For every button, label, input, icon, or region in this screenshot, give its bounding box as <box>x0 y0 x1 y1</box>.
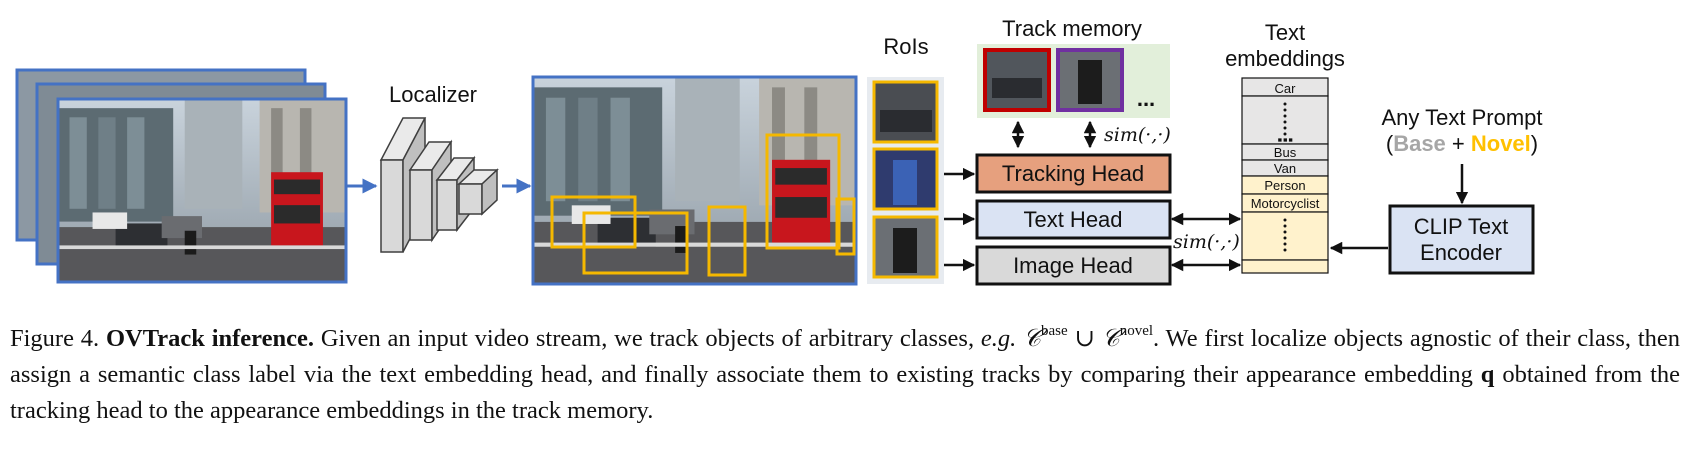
embedding-dots-base: ⋮ <box>1275 131 1295 149</box>
detection-box-bus <box>765 133 841 250</box>
text-embeddings-label-2: embeddings <box>1225 46 1345 71</box>
prompt-label: Any Text Prompt <box>1382 105 1543 130</box>
prompt-open: ( <box>1386 131 1394 156</box>
caption-eg: e.g. <box>980 325 1017 352</box>
rois-label: RoIs <box>883 34 928 59</box>
caption-sup-base: base <box>1041 323 1068 339</box>
prompt-plus: + <box>1446 131 1471 156</box>
sim-label-mid: sim(·,·) <box>1173 231 1240 253</box>
image-head-box <box>975 245 1172 286</box>
clip-encoder-label-1: CLIP Text <box>1414 214 1509 239</box>
text-embeddings-label-1: Text <box>1265 20 1305 45</box>
caption-title: OVTrack inference. <box>106 325 314 352</box>
detection-frame <box>531 75 858 286</box>
localizer-icon <box>379 117 499 253</box>
ovtrack-diagram: Localizer RoIs <box>15 16 1543 286</box>
sim-label-top: sim(·,·) <box>1104 124 1171 146</box>
caption-figure: Figure 4. <box>10 325 100 352</box>
input-frame-front <box>58 99 346 282</box>
prompt-close: ) <box>1531 131 1538 156</box>
clip-encoder-label-2: Encoder <box>1420 240 1502 265</box>
caption-text-3: obtained from the tracking head to the a… <box>10 361 1681 424</box>
caption-c-novel: 𝒞 <box>1101 323 1120 352</box>
prompt-base: Base <box>1393 131 1446 156</box>
caption-union: ∪ <box>1074 325 1096 352</box>
caption-sup-novel: novel <box>1119 323 1154 339</box>
track-memory-label: Track memory <box>1002 16 1142 41</box>
image-head-label: Image Head <box>1013 253 1133 278</box>
clip-encoder-box <box>1388 204 1535 275</box>
prompt-novel: Novel <box>1471 131 1531 156</box>
caption-text-2: . We first localize objects agnostic of … <box>10 325 1681 388</box>
caption-text-1: Given an input video stream, we track ob… <box>320 325 975 352</box>
embedding-dots-novel <box>1283 218 1287 252</box>
figure-caption: Figure 4. OVTrack inference. Given an in… <box>10 320 1680 429</box>
text-head-box <box>975 199 1172 240</box>
tracking-head-label: Tracking Head <box>1002 161 1144 186</box>
embedding-car: Car <box>1275 81 1297 96</box>
embedding-person: Person <box>1264 178 1305 193</box>
caption-q: q <box>1480 361 1495 388</box>
localizer-label: Localizer <box>389 82 477 107</box>
detection-box-car <box>582 211 689 275</box>
embedding-dots-base-marks <box>1283 102 1287 136</box>
caption-c-base: 𝒞 <box>1023 323 1041 352</box>
embedding-motorcyclist: Motorcyclist <box>1251 196 1320 211</box>
input-frame-stack <box>15 68 348 284</box>
detection-box-motorcyclist <box>707 205 747 277</box>
embedding-van: Van <box>1274 161 1296 176</box>
prompt-classes: (Base + Novel) <box>1386 131 1538 156</box>
track-memory-ellipsis: ... <box>1137 86 1155 111</box>
text-embeddings-table <box>1241 77 1329 274</box>
text-head-label: Text Head <box>1023 207 1122 232</box>
detection-box-van <box>550 195 637 249</box>
detection-box-person <box>835 197 856 256</box>
embedding-bus: Bus <box>1274 145 1297 160</box>
tracking-head-box <box>975 153 1172 194</box>
